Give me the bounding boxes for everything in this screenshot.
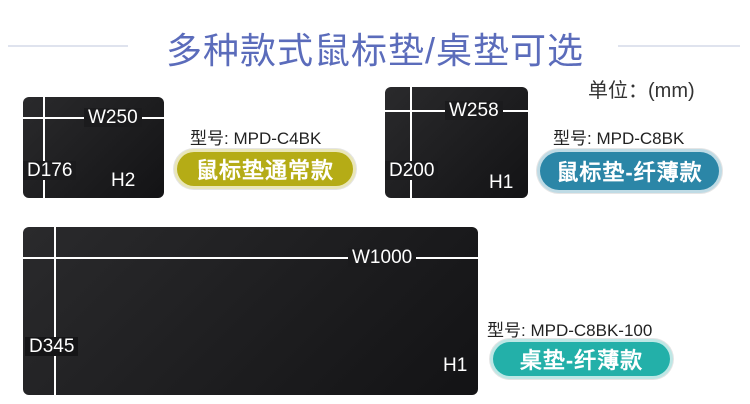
height-label: H1	[443, 355, 468, 376]
model-number: 型号: MPD-C4BK	[190, 129, 322, 148]
depth-label: D176	[23, 161, 77, 180]
mousepad-thin-image: W258 D200 H1	[385, 87, 528, 198]
height-label: H1	[489, 172, 514, 193]
width-label: W258	[445, 101, 503, 120]
deskpad-thin-image: W1000 D345 H1	[23, 227, 478, 395]
badge-deskpad-thin[interactable]: 桌垫-纤薄款	[490, 339, 673, 379]
title-rule-right	[618, 45, 740, 47]
unit-label: 单位：(mm)	[588, 80, 695, 102]
depth-label: D200	[385, 161, 439, 180]
title-rule-left	[8, 45, 128, 47]
mousepad-standard-image: W250 D176 H2	[23, 97, 164, 198]
page-title: 多种款式鼠标垫/桌垫可选	[165, 30, 584, 71]
width-label: W1000	[348, 248, 417, 267]
badge-mousepad-thin[interactable]: 鼠标垫-纤薄款	[537, 149, 722, 193]
model-number: 型号: MPD-C8BK-100	[487, 321, 653, 340]
model-number: 型号: MPD-C8BK	[553, 129, 685, 148]
depth-label: D345	[25, 337, 79, 356]
width-label: W250	[84, 108, 142, 127]
height-label: H2	[111, 170, 136, 191]
badge-mousepad-standard[interactable]: 鼠标垫通常款	[174, 149, 356, 189]
